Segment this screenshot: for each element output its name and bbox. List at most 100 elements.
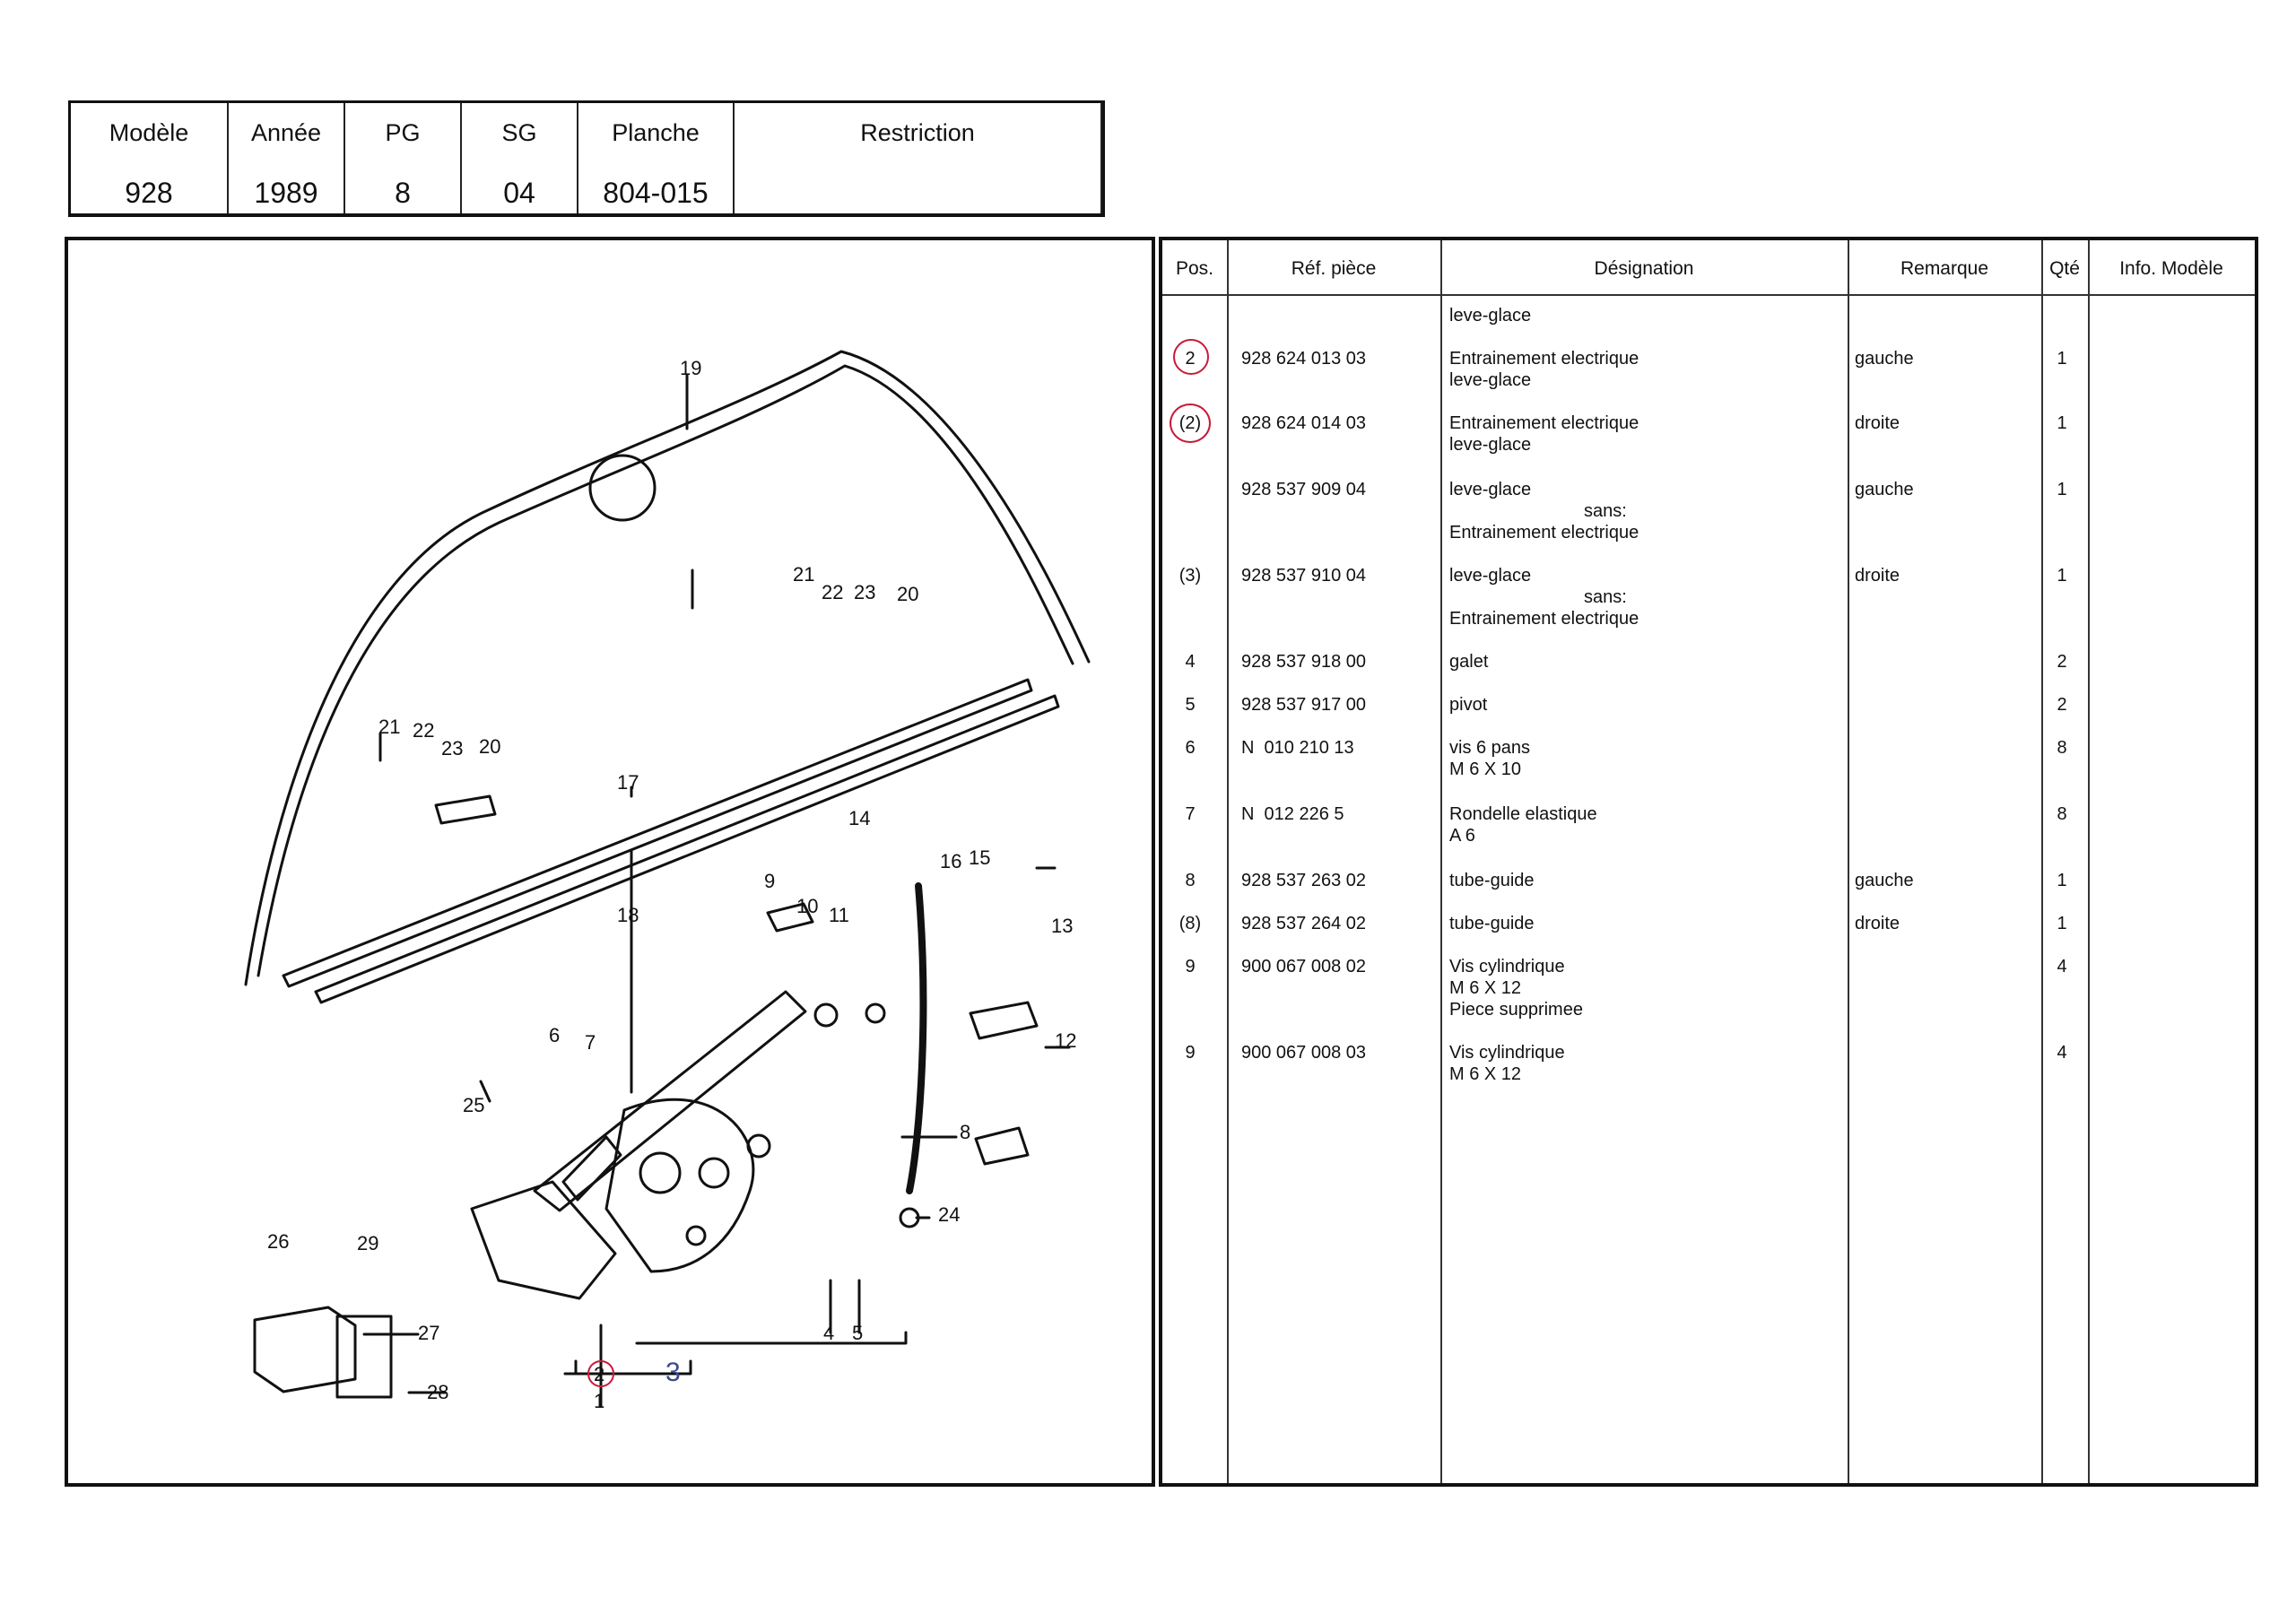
row-qty: 8 [2057,738,2067,758]
callout-9: 9 [764,870,775,892]
row-designation-3: Piece supprimee [1449,1000,1583,1020]
col-divider [2041,240,2043,1483]
callout-22b: 22 [413,719,434,742]
callout-12: 12 [1055,1029,1076,1052]
row-remark: droite [1855,413,1900,433]
col-header-ref: Réf. pièce [1291,258,1377,279]
callout-20b: 20 [479,735,500,758]
row-qty: 1 [2057,871,2067,890]
row-designation-2: leve-glace [1449,370,1532,390]
annotation-circle [1173,339,1209,375]
col-header-designation: Désignation [1594,258,1694,279]
callout-27: 27 [418,1322,439,1344]
crest-circle [588,454,657,522]
row-pos: (8) [1178,914,1202,933]
header-value: 04 [503,177,535,209]
callout-6: 6 [549,1024,560,1046]
col-divider [1848,240,1849,1483]
header-col-restriction: Restriction [735,103,1102,213]
row-ref: 928 624 014 03 [1241,413,1367,433]
row-designation: tube-guide [1449,871,1535,890]
gear-sector [604,1098,755,1273]
col-divider [1227,240,1229,1483]
row-qty: 1 [2057,480,2067,499]
row-pos: 9 [1185,957,1196,976]
callout-24: 24 [938,1203,960,1226]
callout-2-diagram: 2 [594,1363,604,1385]
callout-28: 28 [427,1381,448,1403]
row-designation-3: Entrainement electrique [1449,523,1639,542]
row-ref: 928 537 917 00 [1241,695,1367,715]
window-frame-inner [257,364,1074,977]
row-designation: galet [1449,652,1489,672]
row-designation: vis 6 pans [1449,738,1531,758]
callout-19: 19 [680,357,701,379]
callout-29: 29 [357,1232,378,1254]
group-heading: leve-glace [1449,306,1532,325]
callout-23: 23 [854,581,875,603]
callout-13: 13 [1051,915,1073,937]
row-pos: 6 [1185,738,1196,758]
row-designation: Entrainement electrique [1449,413,1639,433]
callout-25: 25 [463,1094,484,1116]
header-value: 1989 [254,177,318,209]
regulator-arm [533,990,807,1212]
row-ref: 928 624 013 03 [1241,349,1367,369]
callout-17: 17 [617,771,639,794]
row-designation: leve-glace [1449,566,1532,586]
row-ref: 900 067 008 03 [1241,1043,1367,1063]
annotation-circle [1170,404,1211,443]
row-qty: 4 [2057,957,2067,976]
callout-5: 5 [852,1322,863,1344]
row-pos: (3) [1178,566,1202,586]
header-divider [1162,294,2255,296]
row-remark: droite [1855,914,1900,933]
row-pos: 5 [1185,695,1196,715]
control-unit [253,1306,357,1393]
callout-21b: 21 [378,716,400,738]
row-designation-2: M 6 X 12 [1449,1064,1522,1084]
callout-16: 16 [940,850,961,872]
callout-8: 8 [960,1121,970,1143]
seal-strip-17 [282,678,1033,988]
row-pos: 8 [1185,871,1196,890]
callout-26: 26 [267,1230,289,1253]
window-frame-outer [244,350,1091,986]
row-qty: 1 [2057,413,2067,433]
header-col-year: Année 1989 [229,103,345,213]
callout-23b: 23 [441,737,463,759]
row-designation: pivot [1449,695,1488,715]
row-ref: 928 537 918 00 [1241,652,1367,672]
bracket-27 [335,1315,393,1399]
header-label: Restriction [860,119,975,146]
header-col-plate: Planche 804-015 [578,103,735,213]
header-label: Planche [612,119,700,146]
header-col-sg: SG 04 [462,103,578,213]
row-remark: gauche [1855,480,1914,499]
col-header-remark: Remarque [1900,258,1989,279]
callout-3-handwritten: 3 [665,1358,681,1387]
row-designation-2: sans: [1584,501,1627,521]
row-qty: 4 [2057,1043,2067,1063]
row-remark: gauche [1855,871,1914,890]
row-designation: Rondelle elastique [1449,804,1597,824]
guide-tube [906,882,927,1194]
row-designation-2: M 6 X 12 [1449,978,1522,998]
row-qty: 1 [2057,349,2067,369]
callout-15: 15 [969,846,990,869]
row-ref: 900 067 008 02 [1241,957,1367,976]
callout-14: 14 [848,807,870,829]
callout-7: 7 [585,1031,596,1054]
row-designation: Vis cylindrique [1449,957,1565,976]
header-value: 8 [395,177,411,209]
row-qty: 8 [2057,804,2067,824]
header-label: PG [385,119,421,146]
row-qty: 2 [2057,695,2067,715]
row-ref: 928 537 263 02 [1241,871,1367,890]
row-qty: 1 [2057,914,2067,933]
row-designation-2: sans: [1584,587,1627,607]
callout-1: 1 [594,1390,604,1412]
row-designation: tube-guide [1449,914,1535,933]
col-header-qty: Qté [2049,258,2080,279]
col-header-pos: Pos. [1175,258,1214,279]
